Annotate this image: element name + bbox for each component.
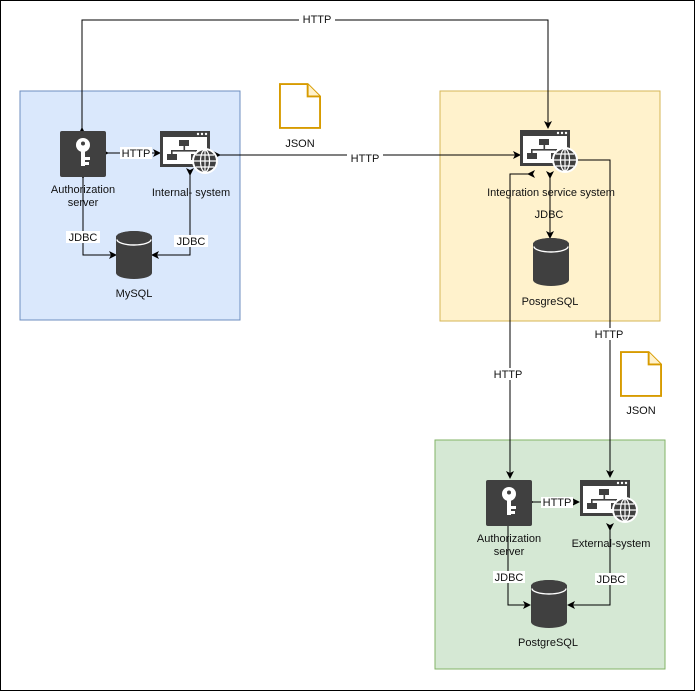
json-label-right: JSON: [626, 405, 655, 417]
json-document-icon: [620, 351, 662, 397]
posgresql-label: PosgreSQL: [522, 296, 579, 308]
jdbc-connector-external-auth-to-postgres: [504, 518, 531, 609]
internal-auth-label-line1: Authorization: [51, 184, 115, 196]
jdbc-label-integration: JDBC: [535, 209, 564, 221]
jdbc-label-external-system: JDBC: [597, 574, 626, 586]
external-auth-label-line2: server: [494, 546, 525, 558]
json-document-icon: [279, 83, 321, 129]
jdbc-label-external-auth: JDBC: [495, 572, 524, 584]
database-icon: [531, 580, 567, 628]
postgresql-label: PostgreSQL: [518, 637, 578, 649]
external-system-group: [434, 439, 666, 670]
jdbc-connector-auth-to-mysql: [79, 171, 117, 259]
key-icon: [486, 480, 532, 526]
http-label-internal: HTTP: [122, 148, 151, 160]
json-label-top: JSON: [285, 138, 314, 150]
external-system-label: External-system: [572, 538, 651, 550]
internal-system-label: Internal- system: [152, 187, 230, 199]
jdbc-label-internal-system: JDBC: [177, 236, 206, 248]
key-icon: [60, 131, 106, 177]
jdbc-connector-external-to-postgres: [567, 523, 614, 609]
database-icon: [116, 231, 152, 279]
external-auth-label-line1: Authorization: [477, 533, 541, 545]
jdbc-label-internal-auth: JDBC: [69, 232, 98, 244]
jdbc-connector-internal-to-mysql: [151, 168, 194, 259]
integration-system-label: Integration service system: [487, 187, 615, 199]
database-icon: [533, 238, 569, 286]
http-label-integration-external: HTTP: [595, 329, 624, 341]
http-label-external: HTTP: [543, 497, 572, 509]
http-label-integration-auth: HTTP: [494, 369, 523, 381]
internal-auth-label-line2: server: [68, 197, 99, 209]
mysql-label: MySQL: [116, 288, 153, 300]
internal-system-group: [19, 90, 241, 321]
http-label-top: HTTP: [303, 14, 332, 26]
http-connector-integration-to-external: [571, 156, 614, 478]
http-label-internal-integration: HTTP: [351, 153, 380, 165]
